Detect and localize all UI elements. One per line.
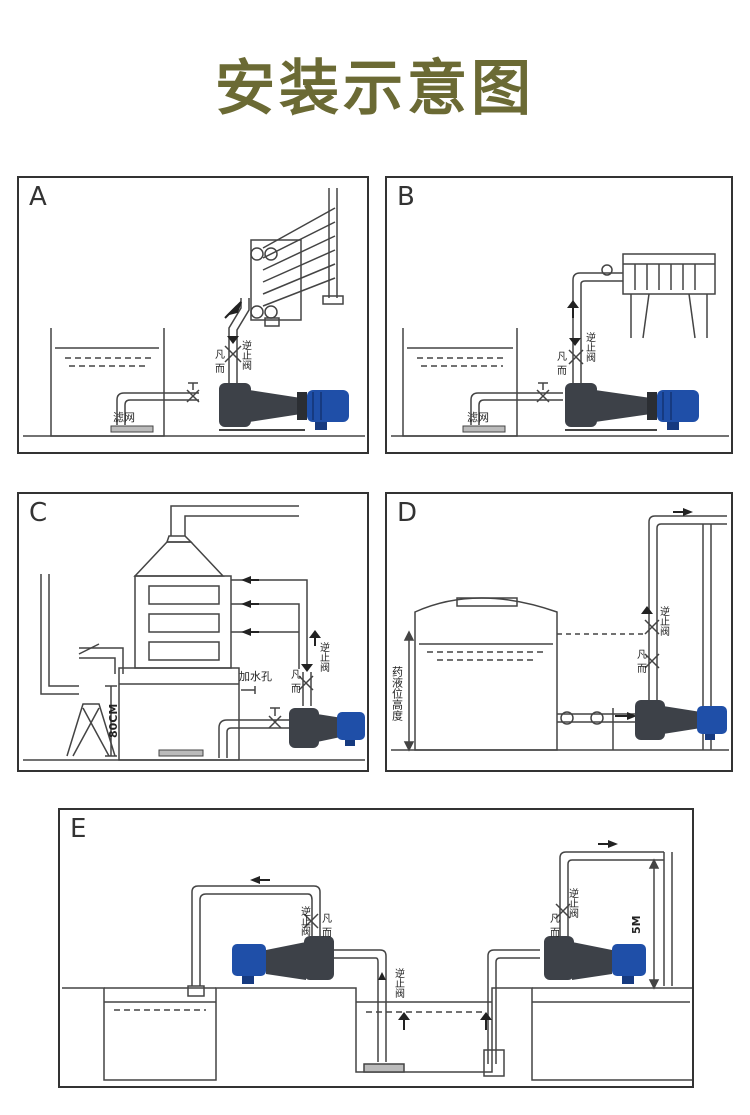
arrow-up-icon (641, 606, 653, 614)
pump-icon (565, 383, 657, 427)
panel-c: 加水孔 80CM 凡 而 逆止阀 C (17, 492, 369, 772)
filter-icon (110, 425, 154, 433)
height-label: 5M (630, 915, 643, 934)
panel-b: 滤网 凡 而 逆止阀 B (385, 176, 733, 454)
check-valve-label: 逆止阀 (658, 605, 670, 637)
arrow-left-icon (241, 576, 251, 584)
panel-e-diagram: 凡 而 逆止阀 逆止阀 逆止阀 凡 而 5M (62, 840, 692, 1081)
panel-a-diagram: 滤网 凡 而 逆止阀 (23, 188, 365, 437)
motor-icon (232, 944, 266, 984)
arrow-up-icon (480, 1012, 492, 1020)
motor-icon (307, 390, 349, 430)
depth-label: 80CM (107, 704, 120, 738)
motor-icon (697, 706, 727, 740)
arrow-right-icon (627, 712, 637, 720)
panel-label: B (397, 182, 415, 212)
panel-b-diagram: 滤网 凡 而 逆止阀 (391, 253, 729, 437)
check-valve-label-right: 逆止阀 (567, 887, 579, 919)
arrow-up-icon (301, 664, 313, 672)
motor-icon (337, 712, 365, 746)
filter-label: 滤网 (467, 411, 489, 424)
valve-icon (224, 345, 242, 363)
arrow-up-icon (378, 972, 386, 980)
panel-e: 凡 而 逆止阀 逆止阀 逆止阀 凡 而 5M E (58, 808, 694, 1088)
panel-c-diagram: 加水孔 80CM 凡 而 逆止阀 (23, 505, 365, 761)
valve-icon (555, 903, 571, 919)
liquid-height-label: 药液位高度 (391, 666, 404, 722)
motor-icon (657, 390, 699, 430)
valve-bottom-label: 而 (557, 365, 567, 377)
arrow-up-icon (569, 338, 581, 346)
valve-top-label: 凡 (291, 669, 301, 681)
page-title: 安装示意图 (215, 54, 535, 124)
motor-icon (612, 944, 646, 984)
arrow-up-icon (309, 630, 321, 638)
filter-icon (462, 425, 506, 433)
valve-bottom-label: 而 (637, 663, 647, 675)
pump-icon (635, 700, 701, 740)
pump-icon (266, 936, 334, 980)
panel-label: C (29, 498, 48, 528)
filter-label: 滤网 (113, 411, 135, 424)
valve-bottom-label: 而 (322, 927, 332, 939)
arrow-up-icon (567, 300, 579, 308)
check-valve-label: 逆止阀 (299, 905, 311, 937)
arrow-left-icon (250, 876, 260, 884)
panel-d-diagram: 药液位高度 凡 而 逆止阀 (391, 508, 729, 752)
check-valve-label: 逆止阀 (318, 641, 330, 673)
valve-bottom-label: 而 (215, 363, 225, 375)
valve-bottom-label-right: 而 (550, 927, 560, 939)
arrow-right-icon (608, 840, 618, 848)
valve-top-label: 凡 (322, 913, 332, 925)
panel-d: 药液位高度 凡 而 逆止阀 D (385, 492, 733, 772)
valve-icon (568, 349, 584, 365)
panel-label: A (29, 182, 47, 212)
arrow-right-icon (683, 508, 693, 516)
check-valve-label: 逆止阀 (584, 331, 596, 363)
valve-top-label-right: 凡 (550, 913, 560, 925)
valve-icon (298, 675, 314, 691)
fill-hole-label: 加水孔 (239, 670, 272, 683)
arrow-left-icon (241, 600, 251, 608)
valve-top-label: 凡 (637, 649, 647, 661)
filter-icon (158, 749, 204, 757)
pump-icon (219, 383, 307, 427)
valve-icon (644, 619, 660, 635)
panel-label: E (70, 814, 87, 844)
pump-icon (544, 936, 612, 980)
check-valve-label-middle: 逆止阀 (393, 967, 405, 999)
valve-top-label: 凡 (557, 351, 567, 363)
valve-icon (644, 653, 660, 669)
arrow-left-icon (241, 628, 251, 636)
check-valve-label: 逆止阀 (240, 339, 252, 371)
arrow-up-icon (398, 1012, 410, 1020)
valve-bottom-label: 而 (291, 683, 301, 695)
arrow-up-icon (227, 336, 239, 344)
valve-top-label: 凡 (215, 349, 225, 361)
valve-icon (303, 913, 319, 929)
panel-label: D (397, 498, 418, 528)
panel-a: 滤网 凡 而 逆止阀 A (17, 176, 369, 454)
